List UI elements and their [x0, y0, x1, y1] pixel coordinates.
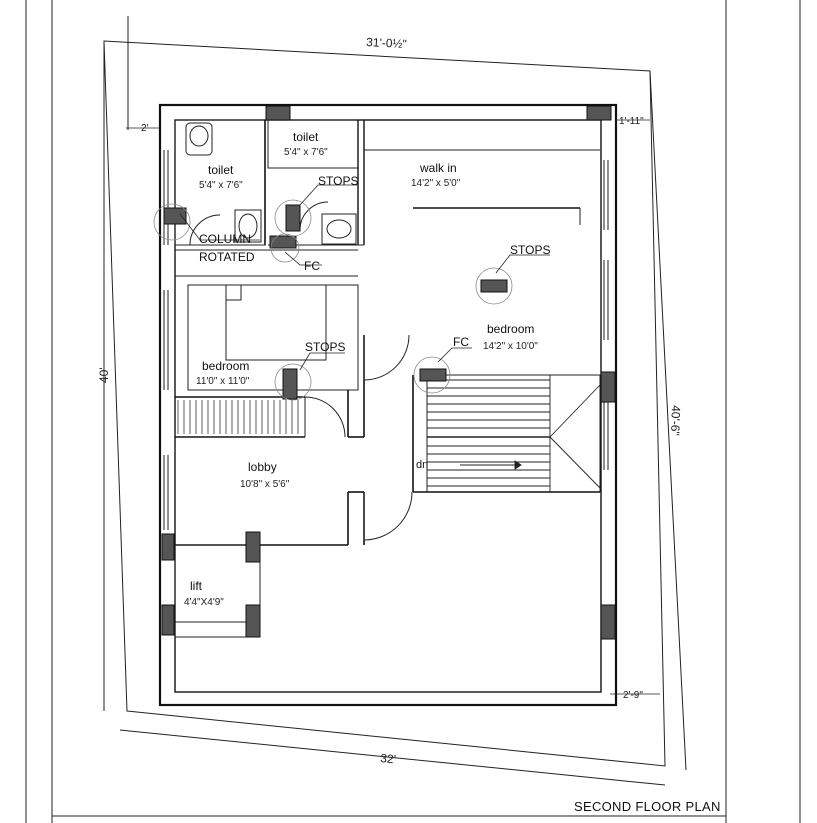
stair-down-label: dn	[416, 459, 428, 471]
svg-text:32': 32'	[380, 751, 397, 766]
column-rotated-label-1: COLUMN	[199, 232, 251, 246]
dimension-right-bottom-setback: 2'-9"	[623, 690, 643, 701]
room-name-toilet-1: toilet	[208, 163, 234, 177]
left-windows	[163, 150, 169, 530]
room-name-walk-in: walk in	[419, 161, 457, 175]
room-name-toilet-2: toilet	[293, 130, 319, 144]
room-size-walk-in: 14'2" x 5'0"	[411, 178, 461, 189]
column-rotated-label-2: ROTATED	[199, 250, 255, 264]
room-name-bedroom-right: bedroom	[487, 322, 534, 336]
stops-label-2: STOPS	[510, 243, 550, 257]
stops-label-3: STOPS	[305, 340, 345, 354]
columns	[161, 105, 616, 640]
room-size-lift: 4'4"X4'9"	[184, 597, 224, 608]
stops-label-1: STOPS	[318, 174, 358, 188]
right-windows	[603, 160, 609, 470]
plot-boundary	[103, 16, 687, 786]
room-name-bedroom-left: bedroom	[202, 359, 249, 373]
sheet-frame	[25, 0, 801, 823]
room-name-lobby: lobby	[248, 460, 277, 474]
leader-lines	[179, 184, 550, 371]
dimension-right-top-setback: 1'-11"	[619, 116, 644, 127]
room-size-bedroom-left: 11'0" x 11'0"	[196, 376, 250, 387]
staircase	[427, 375, 601, 492]
fc-label-1: FC	[304, 259, 320, 273]
outer-walls	[158, 103, 618, 707]
dimension-top: 31'-0½"	[366, 35, 407, 51]
room-size-toilet-1: 5'4" x 7'6"	[199, 180, 243, 191]
room-size-toilet-2: 5'4" x 7'6"	[284, 147, 328, 158]
dimension-lines	[126, 119, 660, 695]
svg-text:31'-0½": 31'-0½"	[366, 35, 407, 51]
svg-text:40'-6": 40'-6"	[668, 405, 683, 436]
fixtures	[185, 122, 357, 245]
dimension-bottom: 32'	[380, 751, 397, 766]
fc-label-2: FC	[453, 335, 469, 349]
svg-text:40': 40'	[97, 367, 111, 383]
room-name-lift: lift	[190, 579, 203, 593]
dimension-left-setback: 2'	[141, 123, 149, 134]
drawing-title: SECOND FLOOR PLAN	[574, 799, 721, 814]
room-size-lobby: 10'8" x 5'6"	[240, 479, 290, 490]
room-size-bedroom-right: 14'2" x 10'0"	[483, 341, 538, 352]
wardrobe-hatch	[177, 400, 299, 434]
dimension-left: 40'	[97, 367, 111, 383]
column-markers	[153, 199, 513, 401]
dimension-right: 40'-6"	[668, 405, 683, 436]
